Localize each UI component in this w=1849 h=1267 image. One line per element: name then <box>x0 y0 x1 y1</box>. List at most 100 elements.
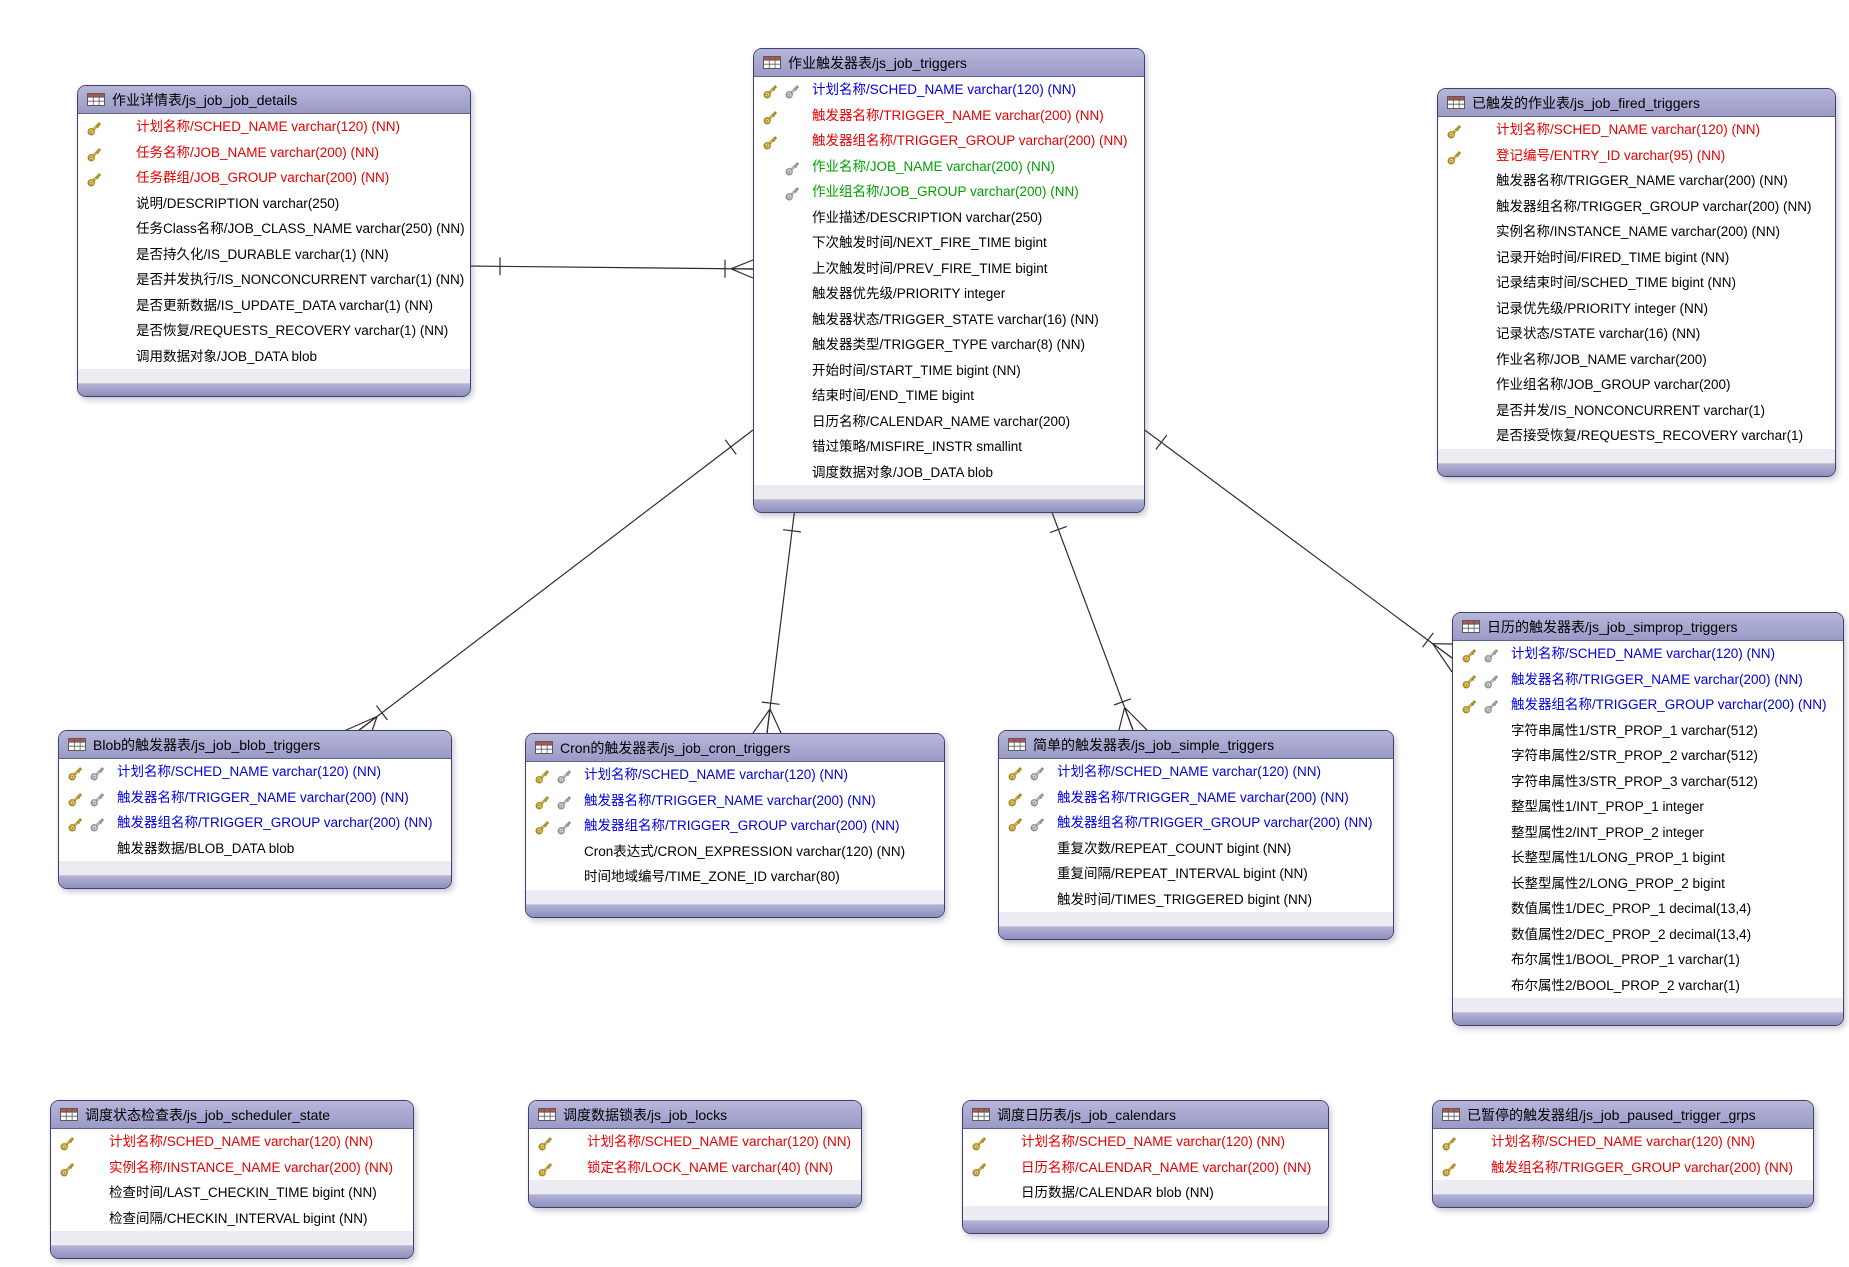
table-field-row[interactable]: 计划名称/SCHED_NAME varchar(120) (NN) <box>1433 1129 1813 1155</box>
entity-table-js_job_cron_triggers[interactable]: Cron的触发器表/js_job_cron_triggers 计划名称/SCHE… <box>525 733 945 918</box>
table-header[interactable]: 作业触发器表/js_job_triggers <box>754 49 1144 77</box>
table-header[interactable]: 日历的触发器表/js_job_simprop_triggers <box>1453 613 1843 641</box>
table-field-row[interactable]: 字符串属性3/STR_PROP_3 varchar(512) <box>1453 769 1843 795</box>
table-field-row[interactable]: 触发时间/TIMES_TRIGGERED bigint (NN) <box>999 887 1393 913</box>
table-field-row[interactable]: 开始时间/START_TIME bigint (NN) <box>754 358 1144 384</box>
table-field-row[interactable]: 字符串属性2/STR_PROP_2 varchar(512) <box>1453 743 1843 769</box>
table-field-row[interactable]: 作业组名称/JOB_GROUP varchar(200) (NN) <box>754 179 1144 205</box>
table-field-row[interactable]: 下次触发时间/NEXT_FIRE_TIME bigint <box>754 230 1144 256</box>
table-field-row[interactable]: 计划名称/SCHED_NAME varchar(120) (NN) <box>51 1129 413 1155</box>
entity-table-js_job_locks[interactable]: 调度数据锁表/js_job_locks 计划名称/SCHED_NAME varc… <box>528 1100 862 1208</box>
table-field-row[interactable]: 结束时间/END_TIME bigint <box>754 383 1144 409</box>
entity-table-js_job_fired_triggers[interactable]: 已触发的作业表/js_job_fired_triggers 计划名称/SCHED… <box>1437 88 1836 477</box>
table-field-row[interactable]: 字符串属性1/STR_PROP_1 varchar(512) <box>1453 718 1843 744</box>
table-field-row[interactable]: 计划名称/SCHED_NAME varchar(120) (NN) <box>999 759 1393 785</box>
table-header[interactable]: 已触发的作业表/js_job_fired_triggers <box>1438 89 1835 117</box>
table-field-row[interactable]: 触发器组名称/TRIGGER_GROUP varchar(200) (NN) <box>59 810 451 836</box>
entity-table-js_job_triggers[interactable]: 作业触发器表/js_job_triggers 计划名称/SCHED_NAME v… <box>753 48 1145 513</box>
table-field-row[interactable]: 计划名称/SCHED_NAME varchar(120) (NN) <box>1438 117 1835 143</box>
table-field-row[interactable]: 记录优先级/PRIORITY integer (NN) <box>1438 296 1835 322</box>
table-header[interactable]: 已暂停的触发器组/js_job_paused_trigger_grps <box>1433 1101 1813 1129</box>
table-field-row[interactable]: 长整型属性2/LONG_PROP_2 bigint <box>1453 871 1843 897</box>
table-field-row[interactable]: 作业名称/JOB_NAME varchar(200) (NN) <box>754 154 1144 180</box>
table-field-row[interactable]: 调度数据对象/JOB_DATA blob <box>754 460 1144 486</box>
table-field-row[interactable]: 任务群组/JOB_GROUP varchar(200) (NN) <box>78 165 470 191</box>
table-field-row[interactable]: 说明/DESCRIPTION varchar(250) <box>78 191 470 217</box>
table-field-row[interactable]: 检查间隔/CHECKIN_INTERVAL bigint (NN) <box>51 1206 413 1232</box>
table-field-row[interactable]: 日历数据/CALENDAR blob (NN) <box>963 1180 1328 1206</box>
table-header[interactable]: Blob的触发器表/js_job_blob_triggers <box>59 731 451 759</box>
entity-table-js_job_paused_trigger_grps[interactable]: 已暂停的触发器组/js_job_paused_trigger_grps 计划名称… <box>1432 1100 1814 1208</box>
table-field-row[interactable]: 是否接受恢复/REQUESTS_RECOVERY varchar(1) <box>1438 423 1835 449</box>
entity-table-js_job_simple_triggers[interactable]: 简单的触发器表/js_job_simple_triggers 计划名称/SCHE… <box>998 730 1394 940</box>
table-field-row[interactable]: 触发器组名称/TRIGGER_GROUP varchar(200) (NN) <box>1453 692 1843 718</box>
table-header[interactable]: 调度日历表/js_job_calendars <box>963 1101 1328 1129</box>
table-field-row[interactable]: 是否更新数据/IS_UPDATE_DATA varchar(1) (NN) <box>78 293 470 319</box>
table-header[interactable]: 作业详情表/js_job_job_details <box>78 86 470 114</box>
table-field-row[interactable]: 任务Class名称/JOB_CLASS_NAME varchar(250) (N… <box>78 216 470 242</box>
table-field-row[interactable]: 触发器状态/TRIGGER_STATE varchar(16) (NN) <box>754 307 1144 333</box>
table-field-row[interactable]: 错过策略/MISFIRE_INSTR smallint <box>754 434 1144 460</box>
table-field-row[interactable]: 触发器名称/TRIGGER_NAME varchar(200) (NN) <box>59 785 451 811</box>
table-field-row[interactable]: 触发器组名称/TRIGGER_GROUP varchar(200) (NN) <box>1438 194 1835 220</box>
table-field-row[interactable]: 触发器名称/TRIGGER_NAME varchar(200) (NN) <box>1453 667 1843 693</box>
table-field-row[interactable]: 日历名称/CALENDAR_NAME varchar(200) (NN) <box>963 1155 1328 1181</box>
table-field-row[interactable]: 长整型属性1/LONG_PROP_1 bigint <box>1453 845 1843 871</box>
table-field-row[interactable]: 记录状态/STATE varchar(16) (NN) <box>1438 321 1835 347</box>
table-field-row[interactable]: 整型属性2/INT_PROP_2 integer <box>1453 820 1843 846</box>
table-field-row[interactable]: 触发器名称/TRIGGER_NAME varchar(200) (NN) <box>1438 168 1835 194</box>
table-field-row[interactable]: 触发器优先级/PRIORITY integer <box>754 281 1144 307</box>
table-field-row[interactable]: 计划名称/SCHED_NAME varchar(120) (NN) <box>754 77 1144 103</box>
table-field-row[interactable]: 触发器数据/BLOB_DATA blob <box>59 836 451 862</box>
table-field-row[interactable]: 布尔属性2/BOOL_PROP_2 varchar(1) <box>1453 973 1843 999</box>
table-field-row[interactable]: 计划名称/SCHED_NAME varchar(120) (NN) <box>1453 641 1843 667</box>
table-field-row[interactable]: 实例名称/INSTANCE_NAME varchar(200) (NN) <box>51 1155 413 1181</box>
table-field-row[interactable]: 作业名称/JOB_NAME varchar(200) <box>1438 347 1835 373</box>
table-field-row[interactable]: 触发器组名称/TRIGGER_GROUP varchar(200) (NN) <box>526 813 944 839</box>
table-field-row[interactable]: 整型属性1/INT_PROP_1 integer <box>1453 794 1843 820</box>
table-header[interactable]: Cron的触发器表/js_job_cron_triggers <box>526 734 944 762</box>
table-header[interactable]: 调度状态检查表/js_job_scheduler_state <box>51 1101 413 1129</box>
table-field-row[interactable]: 计划名称/SCHED_NAME varchar(120) (NN) <box>963 1129 1328 1155</box>
table-field-row[interactable]: 触发器名称/TRIGGER_NAME varchar(200) (NN) <box>754 103 1144 129</box>
table-field-row[interactable]: 任务名称/JOB_NAME varchar(200) (NN) <box>78 140 470 166</box>
table-field-row[interactable]: 日历名称/CALENDAR_NAME varchar(200) <box>754 409 1144 435</box>
entity-table-js_job_blob_triggers[interactable]: Blob的触发器表/js_job_blob_triggers 计划名称/SCHE… <box>58 730 452 889</box>
table-field-row[interactable]: 是否并发/IS_NONCONCURRENT varchar(1) <box>1438 398 1835 424</box>
table-field-row[interactable]: 是否恢复/REQUESTS_RECOVERY varchar(1) (NN) <box>78 318 470 344</box>
table-field-row[interactable]: 触发器组名称/TRIGGER_GROUP varchar(200) (NN) <box>754 128 1144 154</box>
table-field-row[interactable]: 触发器名称/TRIGGER_NAME varchar(200) (NN) <box>999 785 1393 811</box>
table-field-row[interactable]: 触发器组名称/TRIGGER_GROUP varchar(200) (NN) <box>999 810 1393 836</box>
table-field-row[interactable]: Cron表达式/CRON_EXPRESSION varchar(120) (NN… <box>526 839 944 865</box>
table-field-row[interactable]: 上次触发时间/PREV_FIRE_TIME bigint <box>754 256 1144 282</box>
table-field-row[interactable]: 检查时间/LAST_CHECKIN_TIME bigint (NN) <box>51 1180 413 1206</box>
table-field-row[interactable]: 记录开始时间/FIRED_TIME bigint (NN) <box>1438 245 1835 271</box>
table-field-row[interactable]: 数值属性1/DEC_PROP_1 decimal(13,4) <box>1453 896 1843 922</box>
table-field-row[interactable]: 计划名称/SCHED_NAME varchar(120) (NN) <box>529 1129 861 1155</box>
entity-table-js_job_simprop_triggers[interactable]: 日历的触发器表/js_job_simprop_triggers 计划名称/SCH… <box>1452 612 1844 1026</box>
table-field-row[interactable]: 时间地域编号/TIME_ZONE_ID varchar(80) <box>526 864 944 890</box>
table-field-row[interactable]: 是否并发执行/IS_NONCONCURRENT varchar(1) (NN) <box>78 267 470 293</box>
table-field-row[interactable]: 重复间隔/REPEAT_INTERVAL bigint (NN) <box>999 861 1393 887</box>
table-field-row[interactable]: 作业描述/DESCRIPTION varchar(250) <box>754 205 1144 231</box>
table-field-row[interactable]: 记录结束时间/SCHED_TIME bigint (NN) <box>1438 270 1835 296</box>
table-field-row[interactable]: 触发组名称/TRIGGER_GROUP varchar(200) (NN) <box>1433 1155 1813 1181</box>
table-field-row[interactable]: 计划名称/SCHED_NAME varchar(120) (NN) <box>526 762 944 788</box>
table-field-row[interactable]: 重复次数/REPEAT_COUNT bigint (NN) <box>999 836 1393 862</box>
table-field-row[interactable]: 锁定名称/LOCK_NAME varchar(40) (NN) <box>529 1155 861 1181</box>
table-field-row[interactable]: 布尔属性1/BOOL_PROP_1 varchar(1) <box>1453 947 1843 973</box>
table-field-row[interactable]: 触发器类型/TRIGGER_TYPE varchar(8) (NN) <box>754 332 1144 358</box>
table-field-row[interactable]: 数值属性2/DEC_PROP_2 decimal(13,4) <box>1453 922 1843 948</box>
entity-table-js_job_job_details[interactable]: 作业详情表/js_job_job_details 计划名称/SCHED_NAME… <box>77 85 471 397</box>
table-field-row[interactable]: 登记编号/ENTRY_ID varchar(95) (NN) <box>1438 143 1835 169</box>
table-field-row[interactable]: 是否持久化/IS_DURABLE varchar(1) (NN) <box>78 242 470 268</box>
entity-table-js_job_scheduler_state[interactable]: 调度状态检查表/js_job_scheduler_state 计划名称/SCHE… <box>50 1100 414 1259</box>
table-field-row[interactable]: 实例名称/INSTANCE_NAME varchar(200) (NN) <box>1438 219 1835 245</box>
table-field-row[interactable]: 调用数据对象/JOB_DATA blob <box>78 344 470 370</box>
table-field-row[interactable]: 触发器名称/TRIGGER_NAME varchar(200) (NN) <box>526 788 944 814</box>
table-field-row[interactable]: 计划名称/SCHED_NAME varchar(120) (NN) <box>59 759 451 785</box>
table-field-row[interactable]: 作业组名称/JOB_GROUP varchar(200) <box>1438 372 1835 398</box>
table-field-row[interactable]: 计划名称/SCHED_NAME varchar(120) (NN) <box>78 114 470 140</box>
table-header[interactable]: 调度数据锁表/js_job_locks <box>529 1101 861 1129</box>
table-header[interactable]: 简单的触发器表/js_job_simple_triggers <box>999 731 1393 759</box>
